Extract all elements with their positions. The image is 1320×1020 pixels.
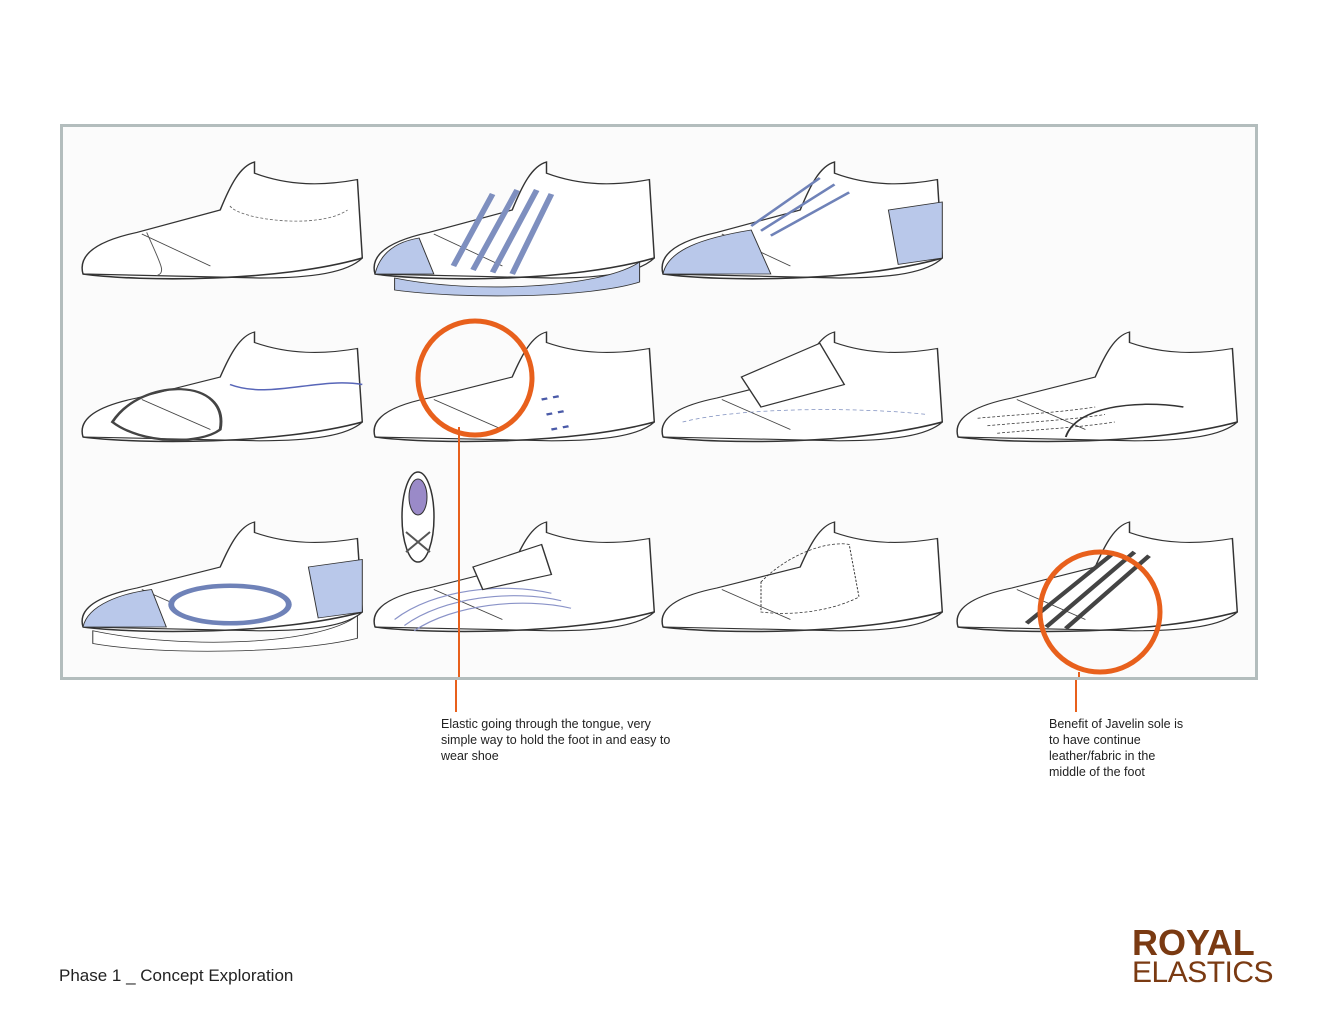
shoe-sketches: [81, 161, 1239, 677]
logo-line2: ELASTICS: [1132, 956, 1274, 989]
annotation-sole: Benefit of Javelin sole is to have conti…: [1049, 717, 1184, 779]
shoe-sketch-r3c4: [956, 521, 1239, 633]
shoe-sketch-r3c2: [373, 521, 656, 633]
shoe-sketch-r2c3: [661, 331, 944, 443]
sketch-panel: [60, 124, 1258, 680]
shoe-sketch-r2c4: [956, 331, 1239, 443]
shoe-sketch-r1c2: [373, 161, 656, 297]
shoe-sketch-r2c2: [373, 331, 656, 443]
highlight-circle-tongue: [415, 318, 535, 438]
shoe-sketch-r1c3: [661, 161, 944, 280]
shoe-sketch-topview: [401, 471, 435, 563]
logo-line1: ROYAL: [1132, 922, 1255, 963]
annotation-tongue: Elastic going through the tongue, very s…: [441, 717, 671, 763]
footer-title: Phase 1 _ Concept Exploration: [59, 966, 294, 985]
shoe-sketch-r1c1: [81, 161, 364, 280]
highlight-circle-sole: [1037, 549, 1163, 675]
shoe-sketch-r3c3: [661, 521, 944, 633]
shoe-sketch-r3c1: [81, 521, 364, 652]
shoe-sketch-r2c1: [81, 331, 364, 443]
brand-logo: ROYAL ELASTICS: [1130, 922, 1274, 989]
